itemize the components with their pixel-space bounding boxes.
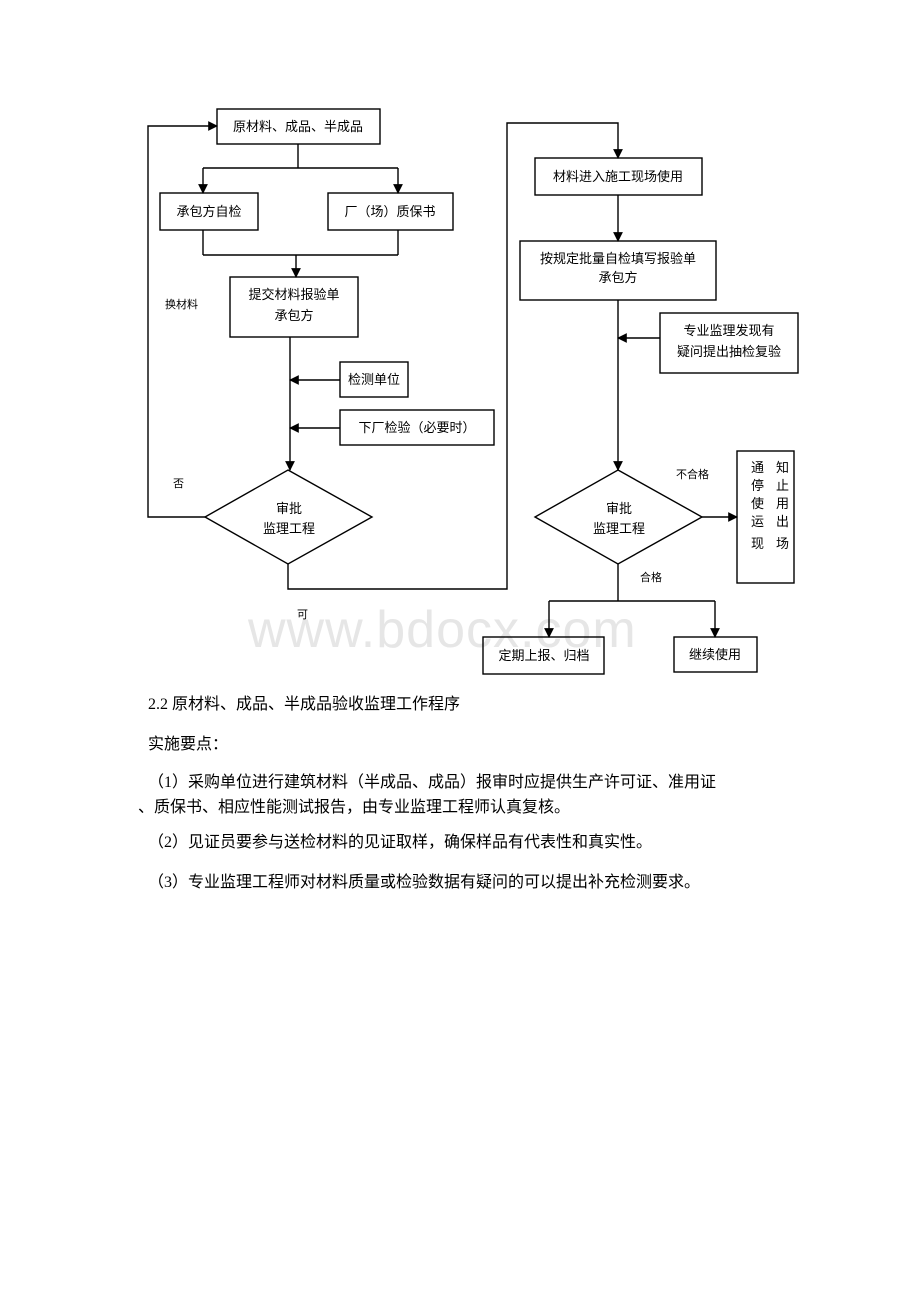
recheck-label-1: 专业监理发现有: [683, 323, 774, 339]
flowchart: 原材料、成品、半成品 承包方自检 厂（场）质保书 提交材料报验单 承包方 检测单…: [147, 108, 799, 675]
notice-char: 出: [776, 515, 789, 530]
cert-box: [327, 192, 454, 231]
report-box: [482, 636, 605, 675]
notice-char: 运: [751, 515, 764, 530]
ok-label: 可: [297, 608, 308, 621]
batch-label-1: 按规定批量自检填写报验单: [540, 251, 696, 267]
submit-box: [229, 276, 359, 338]
item-3: （3）专业监理工程师对材料质量或检验数据有疑问的可以提出补充检测要求。: [148, 874, 701, 891]
notice-char: 通: [751, 461, 764, 476]
item-2: （2）见证员要参与送检材料的见证取样，确保样品有代表性和真实性。: [148, 834, 653, 851]
item-1-line-2: 、质保书、相应性能测试报告，由专业监理工程师认真复核。: [138, 799, 571, 816]
section-heading: 2.2 原材料、成品、半成品验收监理工作程序: [148, 696, 461, 713]
continue-label: 继续使用: [689, 647, 741, 663]
recheck-label-2: 疑问提出抽检复验: [677, 344, 781, 360]
recheck-box: [659, 312, 799, 374]
cert-label: 厂（场）质保书: [344, 205, 435, 220]
lab-label: 检测单位: [348, 373, 400, 388]
submit-label-2: 承包方: [274, 308, 313, 324]
replace-label: 换材料: [165, 297, 198, 311]
approve-left-label-2: 监理工程: [263, 522, 315, 537]
approve-diamond-left: [203, 469, 374, 565]
notice-char: 场: [776, 537, 789, 552]
batch-label-2: 承包方: [598, 270, 637, 286]
self-check-label: 承包方自检: [176, 204, 241, 220]
notice-char: 停: [751, 478, 764, 494]
approve-left-label-1: 审批: [276, 502, 302, 517]
self-check-box: [159, 192, 259, 231]
watermark: www.bdocx.com: [248, 601, 637, 659]
report-label: 定期上报、归档: [498, 649, 589, 664]
notice-char: 现: [751, 537, 764, 552]
key-points-heading: 实施要点：: [148, 736, 229, 753]
notice-char: 使: [751, 496, 764, 512]
approve-right-label-2: 监理工程: [593, 522, 645, 537]
continue-box: [673, 636, 758, 673]
no-label: 否: [173, 477, 184, 490]
fail-label: 不合格: [676, 467, 709, 481]
enter-site-label: 材料进入施工现场使用: [553, 169, 683, 185]
notice-char: 止: [776, 479, 789, 494]
notice-char: 用: [776, 497, 789, 512]
approve-diamond-right: [533, 469, 704, 565]
stop-notice-box: [736, 450, 795, 584]
item-1-line-1: （1）采购单位进行建筑材料（半成品、成品）报审时应提供生产许可证、准用证: [148, 774, 717, 791]
factory-check-label: 下厂检验（必要时）: [358, 420, 475, 436]
notice-char: 知: [776, 460, 789, 476]
submit-label-1: 提交材料报验单: [248, 287, 339, 303]
approve-right-label-1: 审批: [606, 502, 632, 517]
materials-label: 原材料、成品、半成品: [233, 120, 363, 135]
pass-label: 合格: [640, 570, 662, 584]
